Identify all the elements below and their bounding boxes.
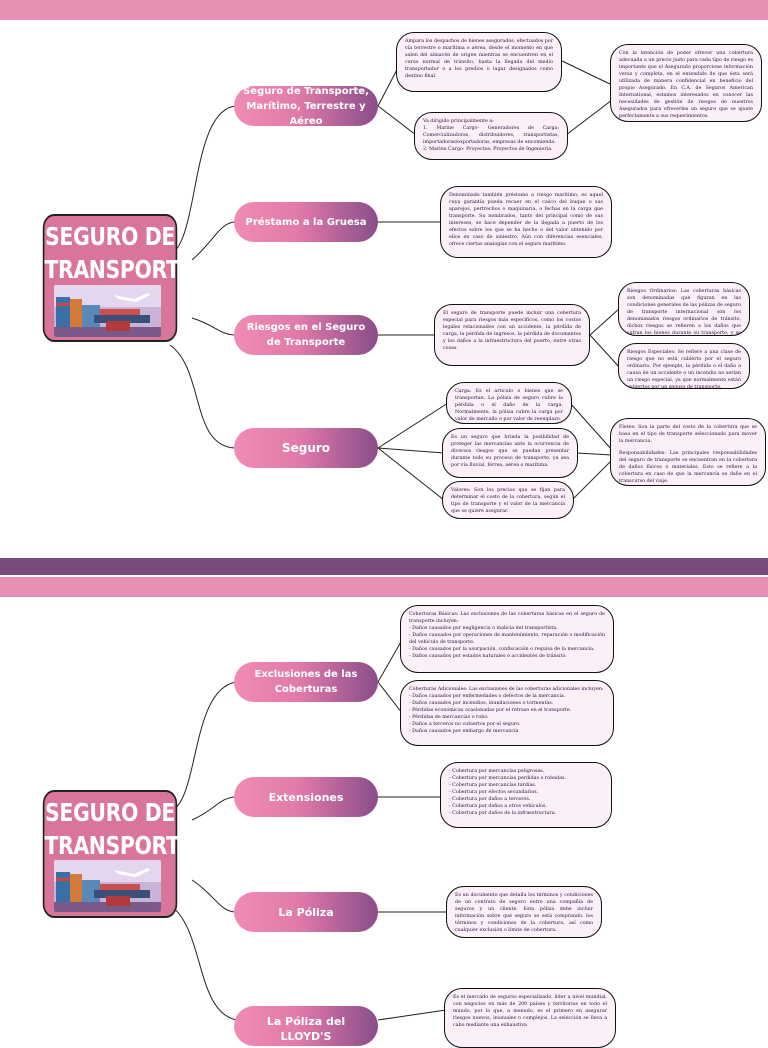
transport-collage-image — [54, 860, 161, 912]
box-carga: Carga: Es el artículo o bienes que se tr… — [446, 382, 572, 424]
white-gap — [0, 575, 768, 577]
box-riesgos-especiales: Riesgos Especiales: Se refiere a una cla… — [618, 343, 750, 389]
title-line1: SEGURO DE — [45, 798, 175, 827]
box-riesgos-ordinarios: Riesgos Ordinarios: Las coberturas básic… — [618, 282, 750, 336]
branch-la-poliza: La Póliza — [234, 892, 378, 932]
branch-extensiones: Extensiones — [234, 777, 378, 817]
branch-exclusiones: Exclusiones de las Coberturas — [234, 662, 378, 702]
title-line2: TRANSPORTE — [44, 255, 194, 284]
box-lloyds: Es el mercado de seguros especializado, … — [444, 988, 616, 1048]
title-line1: SEGURO DE — [45, 222, 175, 251]
top-pink-band — [0, 0, 768, 20]
box-coberturas-basicas: Coberturas Básicas: Las exclusiones de l… — [400, 605, 614, 673]
transport-collage-image — [54, 285, 161, 337]
branch-riesgos: Riesgos en el Seguro de Transporte — [234, 315, 378, 355]
box-dirigido: Va dirigido principalmente a: 1. Marine … — [414, 112, 568, 160]
box-prestamo: Denominado también préstamo a riesgo mar… — [440, 186, 612, 258]
second-pink-band — [0, 577, 768, 597]
purple-divider-band — [0, 558, 768, 575]
title-line2: TRANSPORTE — [44, 831, 194, 860]
box-intencion: Con la intención de poder ofrecer una co… — [610, 44, 762, 122]
branch-poliza-lloyds: La Póliza del LLOYD'S — [234, 1006, 378, 1046]
box-la-poliza: Es un documento que detalla los términos… — [446, 886, 602, 938]
box-valores: Valores: Son los precios que se fijan pa… — [442, 481, 574, 519]
branch-seguro: Seguro — [234, 428, 378, 468]
branch-prestamo-gruesa: Préstamo a la Gruesa — [234, 202, 378, 242]
branch-transport-types: Seguro de Transporte, Marítimo, Terrestr… — [234, 86, 378, 127]
box-ampara: Ampara los despachos de bienes asegurado… — [396, 32, 562, 92]
box-coberturas-adicionales: Coberturas Adicionales: Las exclusiones … — [400, 680, 614, 746]
box-extensiones: - Cobertura por mercancías peligrosas. -… — [440, 762, 612, 828]
box-riesgos-cobertura: El seguro de transporte puede incluir un… — [434, 304, 590, 366]
box-fletes: Fletes: Son la parte del costo de la cob… — [610, 418, 766, 486]
box-seguro-def: Es un seguro que brinda la posibilidad d… — [442, 428, 578, 478]
